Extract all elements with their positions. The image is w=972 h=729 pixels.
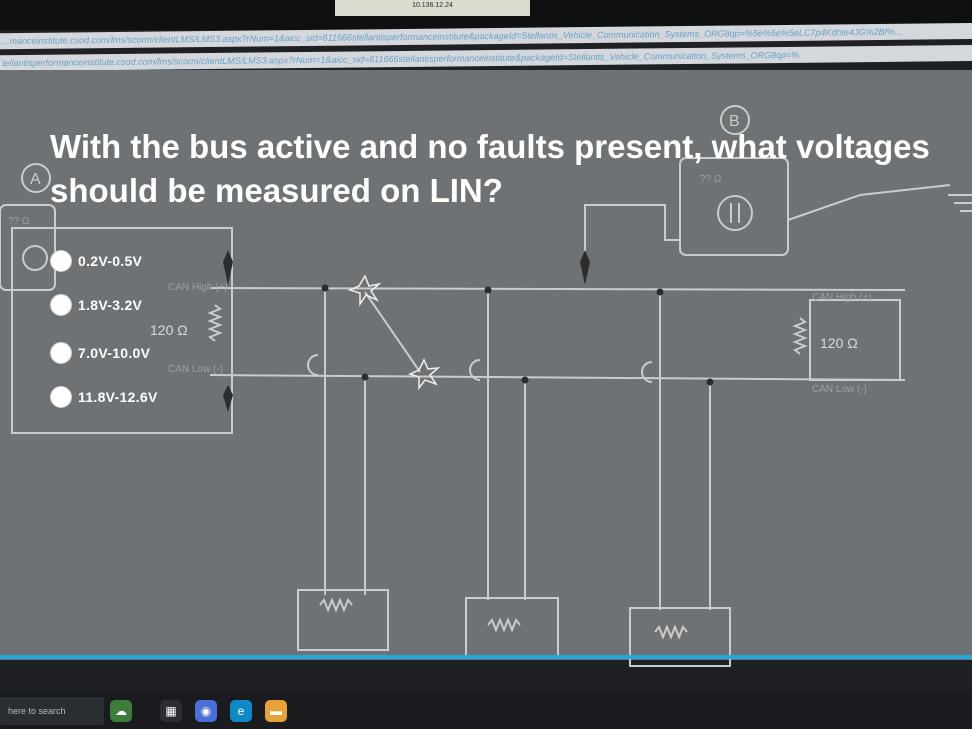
meter-b-reading: ?? Ω xyxy=(700,174,722,185)
probe-arrow-a-low xyxy=(223,385,233,412)
file-explorer-icon[interactable]: ▬ xyxy=(265,700,287,722)
can-high-bus-line xyxy=(209,287,906,291)
meter-a-reading: ?? Ω xyxy=(8,216,30,227)
right-resistor-symbol xyxy=(792,317,808,355)
can-low-label-left: CAN Low (-) xyxy=(168,364,223,375)
monitor-top-bar: 10.136.12.24 xyxy=(0,0,972,30)
meter-a-dial xyxy=(22,245,48,271)
node-2-box xyxy=(465,597,559,657)
junction-dot xyxy=(521,376,529,384)
answer-option-2[interactable]: 1.8V-3.2V xyxy=(50,294,142,316)
junction-dot xyxy=(706,378,714,386)
can-low-bus-line xyxy=(209,374,906,381)
answer-option-label: 7.0V-10.0V xyxy=(78,345,151,361)
crossover-hump xyxy=(641,361,653,383)
can-low-label-right: CAN Low (-) xyxy=(812,384,867,395)
meter-a-letter: A xyxy=(30,171,41,188)
taskbar xyxy=(0,690,972,729)
answer-option-label: 1.8V-3.2V xyxy=(78,297,143,313)
junction-dot xyxy=(656,288,664,296)
node-1-box xyxy=(297,589,389,651)
task-view-icon[interactable]: ▦ xyxy=(160,700,182,722)
radio-button[interactable] xyxy=(50,250,72,272)
meter-a-body xyxy=(0,204,56,291)
meter-b-letter: B xyxy=(729,113,740,130)
can-high-label-right: CAN High (+) xyxy=(812,292,872,303)
fault-star-icon xyxy=(347,274,382,307)
node-2-resistor-symbol xyxy=(487,617,521,633)
answer-option-4[interactable]: 11.8V-12.6V xyxy=(50,386,158,408)
can-high-label-left: CAN High (+) xyxy=(168,282,228,293)
left-resistor-value: 120 Ω xyxy=(150,322,188,338)
radio-button[interactable] xyxy=(50,386,72,408)
right-terminator-box xyxy=(809,299,901,381)
meter-b-lead-left xyxy=(584,204,680,260)
copilot-icon[interactable]: ◉ xyxy=(195,700,217,722)
node-3-resistor-symbol xyxy=(654,624,688,640)
weather-widget-icon[interactable]: ☁ xyxy=(110,700,132,722)
progress-line xyxy=(0,655,972,659)
radio-button[interactable] xyxy=(50,342,72,364)
meter-b-dial xyxy=(717,195,753,231)
meter-a-badge xyxy=(21,163,51,193)
crossover-hump xyxy=(307,354,319,376)
junction-dot xyxy=(484,286,492,294)
fault-star-icon xyxy=(407,358,441,391)
remote-address-label: 10.136.12.24 xyxy=(335,0,530,16)
taskbar-search-input[interactable]: here to search xyxy=(0,697,104,725)
answer-option-3[interactable]: 7.0V-10.0V xyxy=(50,342,150,364)
junction-dot xyxy=(321,284,329,292)
right-resistor-value: 120 Ω xyxy=(820,335,858,351)
answer-option-label: 11.8V-12.6V xyxy=(78,389,158,405)
meter-b-body xyxy=(679,157,789,256)
answer-option-label: 0.2V-0.5V xyxy=(78,253,143,269)
left-resistor-symbol xyxy=(207,304,223,342)
question-text: With the bus active and no faults presen… xyxy=(50,128,930,209)
node-3-box xyxy=(629,607,731,667)
meter-b-lead-right xyxy=(787,184,951,221)
radio-button[interactable] xyxy=(50,294,72,316)
node-1-resistor-symbol xyxy=(319,597,353,613)
crossover-hump xyxy=(469,359,481,381)
probe-arrow-a-high xyxy=(223,250,233,285)
junction-dot xyxy=(361,373,369,381)
left-terminator-box xyxy=(11,227,233,434)
fault-short-wire xyxy=(364,291,421,373)
edge-browser-icon[interactable]: e xyxy=(230,700,252,722)
answer-option-1[interactable]: 0.2V-0.5V xyxy=(50,250,142,272)
meter-b-badge xyxy=(720,105,750,135)
probe-arrow-b xyxy=(580,250,590,285)
